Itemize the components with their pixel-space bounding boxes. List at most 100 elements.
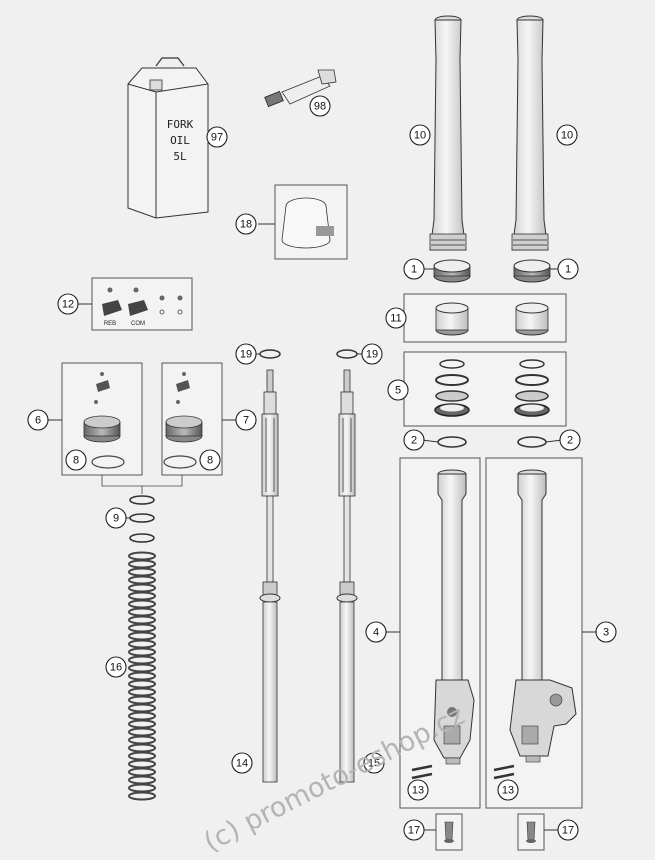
callout-c4: 4 bbox=[365, 621, 387, 643]
callout-c6: 6 bbox=[27, 409, 49, 431]
cartridge-rod-left bbox=[259, 349, 281, 783]
fork-spring bbox=[128, 551, 156, 801]
callout-number: 17 bbox=[562, 825, 574, 837]
callout-c9: 9 bbox=[105, 507, 127, 529]
callout-circle bbox=[361, 343, 383, 365]
callout-number: 8 bbox=[207, 455, 213, 467]
callout-circle bbox=[557, 258, 579, 280]
callout-circle bbox=[387, 379, 409, 401]
cartridge-box-left bbox=[61, 362, 143, 476]
callout-circle bbox=[403, 819, 425, 841]
callout-number: 19 bbox=[240, 349, 252, 361]
callout-circle bbox=[595, 621, 617, 643]
callout-c2a: 2 bbox=[403, 429, 425, 451]
spring-coil bbox=[128, 639, 156, 649]
outer-tube-left bbox=[411, 469, 475, 780]
spring-coil bbox=[128, 559, 156, 569]
callout-number: 2 bbox=[567, 435, 573, 447]
callout-number: 15 bbox=[368, 758, 380, 770]
seal-kit-left bbox=[434, 359, 470, 417]
can-label-line1: FORK bbox=[167, 118, 194, 131]
callout-c17b: 17 bbox=[557, 819, 579, 841]
callout-number: 5 bbox=[395, 385, 401, 397]
spring-coil bbox=[128, 751, 156, 761]
bushing-box bbox=[274, 184, 348, 260]
callout-circle bbox=[65, 449, 87, 471]
callout-c11: 11 bbox=[385, 307, 407, 329]
spring-coil bbox=[128, 567, 156, 577]
spring-coil bbox=[128, 775, 156, 785]
callout-c13b: 13 bbox=[497, 779, 519, 801]
spring-coil bbox=[128, 679, 156, 689]
callout-c1b: 1 bbox=[557, 258, 579, 280]
callout-number: 12 bbox=[62, 299, 74, 311]
callout-circle bbox=[363, 752, 385, 774]
guide-bushing-right bbox=[515, 302, 549, 336]
callout-c8a: 8 bbox=[65, 449, 87, 471]
callout-c13a: 13 bbox=[407, 779, 429, 801]
o-ring-right bbox=[517, 436, 547, 448]
callout-circle bbox=[309, 95, 331, 117]
bleed-screw-right bbox=[517, 813, 545, 851]
callout-circle bbox=[231, 752, 253, 774]
callout-c19b: 19 bbox=[361, 343, 383, 365]
callout-circle bbox=[556, 124, 578, 146]
spring-washers bbox=[129, 495, 155, 543]
callout-number: 1 bbox=[565, 264, 571, 276]
bleed-screw-left bbox=[435, 813, 463, 851]
callout-c8b: 8 bbox=[199, 449, 221, 471]
spring-coil bbox=[128, 655, 156, 665]
callout-number: 10 bbox=[561, 130, 573, 142]
spring-coil bbox=[128, 727, 156, 737]
callout-circle bbox=[235, 409, 257, 431]
spring-coil bbox=[128, 623, 156, 633]
guide-bushing-left bbox=[435, 302, 469, 336]
callout-c2b: 2 bbox=[559, 429, 581, 451]
callout-number: 13 bbox=[502, 785, 514, 797]
spring-coil bbox=[128, 719, 156, 729]
callout-circle bbox=[199, 449, 221, 471]
spring-coil bbox=[128, 695, 156, 705]
callout-circle bbox=[557, 819, 579, 841]
callout-number: 6 bbox=[35, 415, 41, 427]
spring-coil bbox=[128, 599, 156, 609]
callout-c12: 12 bbox=[57, 293, 79, 315]
callout-circle bbox=[407, 779, 429, 801]
outer-tube-right bbox=[493, 469, 577, 780]
callout-circle bbox=[206, 126, 228, 148]
callout-c7: 7 bbox=[235, 409, 257, 431]
spring-coil bbox=[128, 711, 156, 721]
callout-circle bbox=[105, 656, 127, 678]
spring-coil bbox=[128, 735, 156, 745]
spring-coil bbox=[128, 663, 156, 673]
callout-c14: 14 bbox=[231, 752, 253, 774]
com-label: COM bbox=[131, 321, 145, 327]
spring-coil bbox=[128, 687, 156, 697]
callout-number: 7 bbox=[243, 415, 249, 427]
callout-c17a: 17 bbox=[403, 819, 425, 841]
callout-c19a: 19 bbox=[235, 343, 257, 365]
spring-coil bbox=[128, 575, 156, 585]
callout-number: 14 bbox=[236, 758, 248, 770]
callout-circle bbox=[497, 779, 519, 801]
callout-c10a: 10 bbox=[409, 124, 431, 146]
spring-coil bbox=[128, 703, 156, 713]
callout-number: 17 bbox=[408, 825, 420, 837]
callout-circle bbox=[235, 343, 257, 365]
callout-number: 18 bbox=[240, 219, 252, 231]
callout-c97: 97 bbox=[206, 126, 228, 148]
grease-tube bbox=[264, 69, 337, 108]
callout-number: 8 bbox=[73, 455, 79, 467]
spring-coil bbox=[128, 791, 156, 801]
callout-number: 10 bbox=[414, 130, 426, 142]
spring-coil bbox=[128, 583, 156, 593]
clamp-ring-left bbox=[433, 259, 471, 283]
callout-c98: 98 bbox=[309, 95, 331, 117]
spring-coil bbox=[128, 607, 156, 617]
callout-number: 3 bbox=[603, 627, 609, 639]
seal-kit-right bbox=[514, 359, 550, 417]
callout-circle bbox=[235, 213, 257, 235]
callout-circle bbox=[57, 293, 79, 315]
callout-circle bbox=[409, 124, 431, 146]
